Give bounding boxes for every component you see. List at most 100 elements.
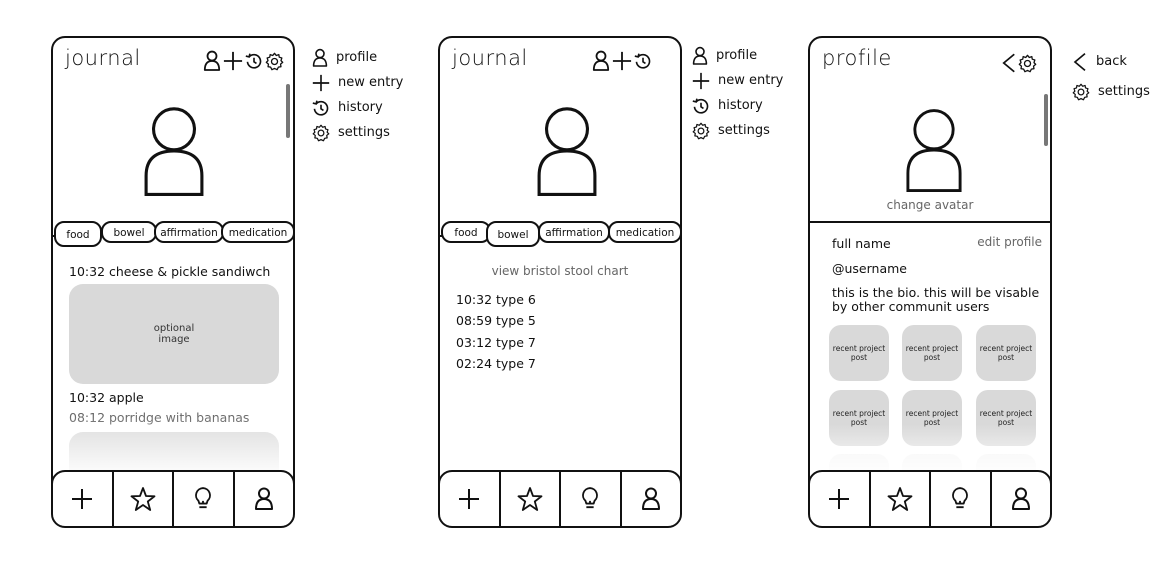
star-icon [517,486,543,512]
history-icon[interactable] [245,52,263,70]
icon-legend: profile new entry history settings [692,43,783,143]
legend-label: new entry [338,75,404,90]
recent-post-card[interactable]: recent project post [829,325,889,381]
chevron-left-icon[interactable] [1002,52,1016,74]
entry-text: type 6 [496,292,536,307]
icon-legend: back settings [1072,49,1150,104]
legend-item: back [1072,49,1150,74]
nav-add-button[interactable] [53,472,114,526]
plus-icon [692,72,710,90]
image-placeholder[interactable]: optional image [69,284,279,384]
tab-food[interactable]: food [441,221,491,243]
plus-icon[interactable] [612,51,632,71]
lightbulb-icon [950,486,970,512]
tab-bar: food bowel affirmation medication [53,221,293,247]
recent-post-card[interactable]: recent project post [976,325,1036,381]
tab-bowel[interactable]: bowel [486,221,540,247]
nav-ideas-button[interactable] [931,472,992,526]
entry-text: type 7 [496,356,536,371]
person-icon [254,486,274,512]
lightbulb-icon [580,486,600,512]
tab-medication[interactable]: medication [221,221,293,243]
nav-add-button[interactable] [440,472,501,526]
gear-icon [1072,83,1090,101]
nav-favorites-button[interactable] [501,472,561,526]
person-icon [692,46,708,66]
tab-affirmation[interactable]: affirmation [154,221,224,243]
chevron-left-icon [1072,52,1088,72]
tab-bar: food bowel affirmation medication [440,221,680,247]
profile-screen: profile change avatar full name edit pro… [808,36,1052,528]
legend-label: history [718,98,763,113]
legend-item: settings [692,118,783,143]
nav-ideas-button[interactable] [174,472,235,526]
legend-item: new entry [312,70,403,95]
entry-time: 10:32 [69,390,106,405]
scrollbar[interactable] [1044,94,1048,146]
nav-profile-button[interactable] [235,472,294,526]
header-icons [592,50,652,72]
person-icon [312,48,328,68]
entry-text: type 7 [496,335,536,350]
edit-profile-link[interactable]: edit profile [977,235,1042,249]
bristol-chart-link[interactable]: view bristol stool chart [491,264,629,278]
recent-post-card[interactable]: recent project post [902,325,962,381]
legend-label: settings [1098,84,1150,99]
scrollbar[interactable] [286,84,290,138]
page-title: journal [65,46,141,70]
avatar-icon [537,107,597,196]
gear-icon[interactable] [1018,54,1037,73]
nav-favorites-button[interactable] [871,472,931,526]
person-icon [1011,486,1031,512]
nav-add-button[interactable] [810,472,871,526]
legend-label: back [1096,54,1127,69]
gear-icon [312,124,330,142]
plus-icon [458,488,480,510]
avatar-icon[interactable] [905,106,963,194]
legend-label: profile [336,50,378,65]
history-icon[interactable] [634,52,652,70]
icon-legend: profile new entry history settings [312,45,403,145]
legend-label: profile [716,48,758,63]
nav-profile-button[interactable] [992,472,1051,526]
legend-label: settings [338,125,390,140]
plus-icon [71,488,93,510]
profile-icon[interactable] [203,50,221,72]
username: @username [832,261,907,276]
nav-favorites-button[interactable] [114,472,174,526]
gear-icon[interactable] [265,52,284,71]
tab-affirmation[interactable]: affirmation [538,221,610,243]
profile-icon[interactable] [592,50,610,72]
plus-icon [828,488,850,510]
legend-item: settings [1072,79,1150,104]
legend-label: history [338,100,383,115]
tab-medication[interactable]: medication [608,221,680,243]
bottom-nav [810,470,1051,526]
legend-item: history [692,93,783,118]
plus-icon [312,74,330,92]
full-name: full name [832,236,891,251]
legend-item: history [312,95,403,120]
tab-bowel[interactable]: bowel [101,221,157,243]
entry-time: 10:32 [456,292,493,307]
nav-profile-button[interactable] [622,472,681,526]
entry-text: type 5 [496,313,536,328]
nav-ideas-button[interactable] [561,472,622,526]
legend-item: settings [312,120,403,145]
history-icon [312,99,330,117]
change-avatar-link[interactable]: change avatar [886,198,974,212]
divider [810,221,1050,223]
journal-food-screen: journal food bowel affirmation medicatio… [51,36,295,528]
legend-label: new entry [718,73,784,88]
fade-overlay [810,424,1050,474]
tab-food[interactable]: food [54,221,102,247]
fade-overlay [53,414,293,474]
plus-icon[interactable] [223,51,243,71]
legend-label: settings [718,123,770,138]
